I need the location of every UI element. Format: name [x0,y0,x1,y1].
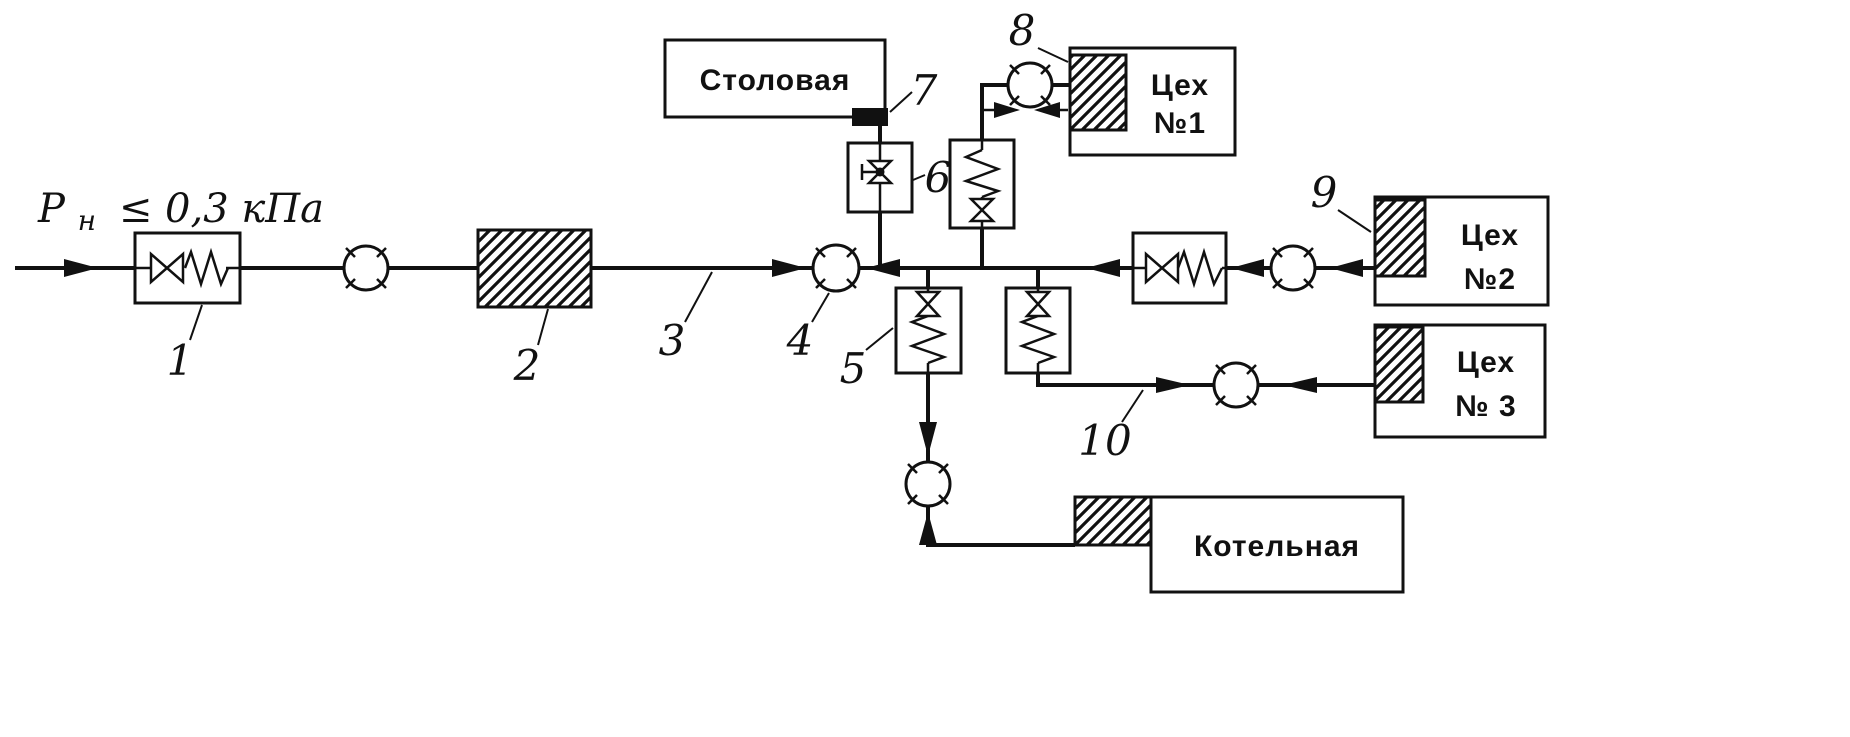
pressure-symbol: P [37,186,66,232]
pressure-regulator-5 [894,286,963,375]
workshop1-inlet-unit [1068,53,1128,132]
flow-arrow-icon [1283,377,1317,393]
circle-valve-icon [1212,361,1260,409]
flow-arrow-icon [1086,259,1120,277]
workshop2-label-line1: Цех [1461,219,1519,252]
flow-arrow-icon [919,512,937,545]
hatched-unit-2 [476,228,593,309]
boiler-house-inlet-unit [1073,495,1153,547]
regulator-unit-workshop2 [1131,231,1228,305]
workshop1-building: Цех №1 [1068,46,1237,157]
callout-9: 9 [1311,168,1338,217]
flow-arrow-icon [1231,259,1264,277]
circle-valves [342,61,1317,508]
boiler-house-label: Котельная [1194,530,1360,563]
pressure-regulator-workshop3 [1004,286,1072,375]
regulator-unit-1 [133,231,242,305]
workshop3-label-line2: № 3 [1455,390,1516,423]
regulator-zigzag-icon [908,314,948,365]
circle-valve-icon [342,244,390,292]
circle-valve-icon [1269,244,1317,292]
flow-arrow-icon [772,259,806,277]
callout-2: 2 [513,341,541,390]
workshop1-label-line1: Цех [1151,69,1209,102]
regulator-5-box [894,286,963,375]
callout-8: 8 [1009,6,1036,55]
pressure-regulator-workshop1 [948,138,1016,230]
plug-valve-handle [860,164,880,180]
canteen-label: Столовая [700,64,851,97]
regulator-zigzag-icon [1018,314,1058,365]
flow-arrow-icon [866,259,900,277]
callout-7: 7 [911,66,938,115]
bowtie-valve-icon [967,197,997,223]
regulator-zigzag-icon [962,148,1002,199]
canteen-building: Столовая [663,38,888,126]
callout-10: 10 [1078,416,1131,465]
regulator-w1-box [948,138,1016,230]
regulator-unit-w2-box [1131,231,1228,305]
regulator-w3-box [1004,286,1072,375]
workshop2-inlet-unit [1373,198,1427,278]
workshop3-inlet-unit [1373,325,1425,404]
flow-arrows [64,102,1363,545]
plug-valve-icon [865,159,895,185]
circle-valve-icon [1006,61,1054,109]
flow-arrow-icon [1034,102,1060,118]
bowtie-valve-icon [149,251,185,285]
plug-valve-6 [846,141,914,214]
circle-valve-icon [811,243,861,293]
callout-6: 6 [925,153,952,202]
regulator-zigzag-icon [183,247,230,289]
callout-3: 3 [659,316,686,365]
callout-5: 5 [840,344,867,393]
pressure-note: P н ≤ 0,3 кПа [37,186,324,240]
workshop3-label-line1: Цех [1457,346,1515,379]
flow-arrow-icon [1330,259,1363,277]
workshop1-label-line2: №1 [1154,107,1206,140]
workshop2-label-line2: №2 [1464,263,1516,296]
callouts: 1 2 3 4 5 6 7 8 9 10 [167,6,1372,465]
meter-unit-7 [852,108,888,126]
flow-arrow-icon [994,102,1020,118]
regulator-zigzag-icon [1176,247,1224,289]
circle-valve-icon [904,460,952,508]
boiler-house-building: Котельная [1073,495,1405,594]
callout-1: 1 [167,336,194,385]
pressure-condition: ≤ 0,3 кПа [119,186,324,232]
workshop2-building: Цех №2 [1373,195,1550,307]
flow-arrow-icon [64,259,98,277]
canteen-box [663,38,887,119]
workshop3-building: Цех № 3 [1373,323,1547,439]
callout-4: 4 [786,316,814,365]
pressure-subscript: н [78,204,96,237]
flow-arrow-icon [919,422,937,456]
flow-arrow-icon [1156,377,1190,393]
